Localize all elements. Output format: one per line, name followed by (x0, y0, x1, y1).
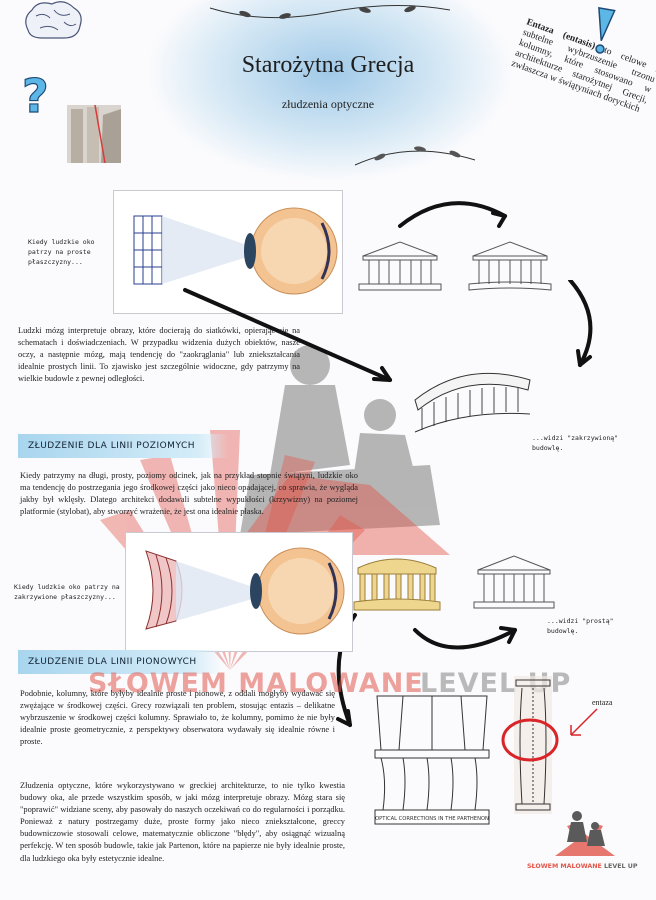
entasis-column-drawing (501, 676, 559, 814)
brain-icon (25, 1, 82, 39)
drawing-title: OPTICAL CORRECTIONS IN THE PARTHENON (375, 816, 489, 822)
caption-straight-seen: ...widzi "prostą" budowlę. (547, 617, 614, 635)
intro-paragraph: Ludzki mózg interpretuje obrazy, które d… (18, 325, 300, 385)
entaza-label: entaza (592, 698, 613, 707)
title-watercolor (150, 0, 510, 180)
logo-text: SŁOWEM MALOWANE LEVEL UP (527, 863, 637, 870)
slowem-malowane-logo (555, 811, 615, 856)
exclamation-icon (595, 6, 616, 54)
logo-text-grey: LEVEL UP (604, 863, 638, 870)
caption-curved-seen: ...widzi "zakrzywioną" budowlę. (532, 434, 619, 452)
eye-diagram-straight (113, 190, 343, 314)
watermark-text-red: SŁOWEM MALOWANE (88, 668, 424, 699)
section-heading-vertical: Złudzenie dla linii pionowych (18, 650, 222, 674)
entaza-arrow (570, 708, 598, 736)
curved-temple-drawing (414, 372, 531, 433)
svg-text:?: ? (22, 70, 49, 120)
parthenon-corrections-drawing: OPTICAL CORRECTIONS IN THE PARTHENON (374, 695, 490, 825)
logo-text-red: SŁOWEM MALOWANE (527, 863, 602, 870)
question-mark-icon: ? (21, 70, 49, 120)
page-subtitle: złudzenia optyczne (281, 97, 375, 111)
page-title: Starożytna Grecja (241, 52, 415, 78)
vine-ornament (209, 4, 451, 19)
caption-curved-lines: Kiedy ludzkie oko patrzy na zakrzywione … (14, 583, 120, 601)
temples-corrected (353, 555, 555, 611)
closing-paragraph: Złudzenia optyczne, które wykorzystywano… (20, 781, 345, 863)
eye-diagram-curved (125, 532, 353, 652)
section-text-horizontal: Kiedy patrzymy na długi, prosty, poziomy… (20, 471, 358, 517)
column-photo (67, 105, 121, 163)
section-heading-horizontal: Złudzenie dla linii poziomych (18, 434, 228, 458)
caption-straight-lines: Kiedy ludzkie oko patrzy na proste płasz… (28, 238, 95, 266)
intro-text: Ludzki mózg interpretuje obrazy, które d… (18, 326, 300, 384)
section-text-vertical: Podobnie, kolumny, które byłyby idealnie… (20, 689, 335, 747)
flow-arrows (183, 280, 593, 727)
leaf-ornament (354, 146, 476, 166)
temples-comparison (358, 201, 552, 291)
